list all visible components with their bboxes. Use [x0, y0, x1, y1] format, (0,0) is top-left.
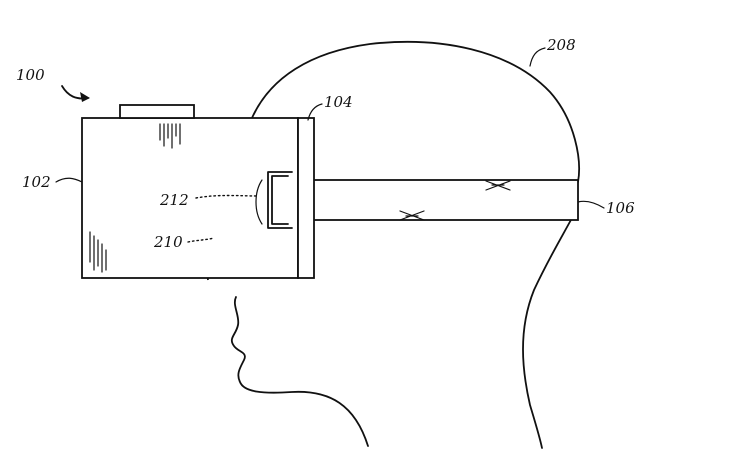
label-106: 106	[606, 199, 635, 217]
leader-208	[529, 47, 546, 67]
strap-connector	[267, 171, 293, 229]
connector-arc	[255, 179, 263, 225]
label-212: 212	[159, 191, 189, 209]
head-strap	[271, 179, 579, 221]
face-interface-plate	[297, 117, 315, 279]
label-210: 210	[153, 233, 183, 251]
housing-hatching	[89, 123, 181, 273]
leader-102	[55, 177, 83, 183]
head-outline	[230, 40, 580, 449]
leader-212	[195, 194, 259, 199]
label-100: 100	[16, 66, 45, 84]
arrowhead-100	[80, 92, 90, 102]
strap-stitch-marks	[399, 180, 511, 221]
display-housing	[81, 117, 299, 279]
label-102: 102	[22, 173, 51, 191]
label-208: 208	[546, 36, 576, 54]
leader-106	[577, 200, 605, 209]
top-module	[119, 104, 195, 119]
leader-210	[187, 237, 215, 243]
leader-104	[307, 103, 323, 121]
label-104: 104	[324, 93, 353, 111]
